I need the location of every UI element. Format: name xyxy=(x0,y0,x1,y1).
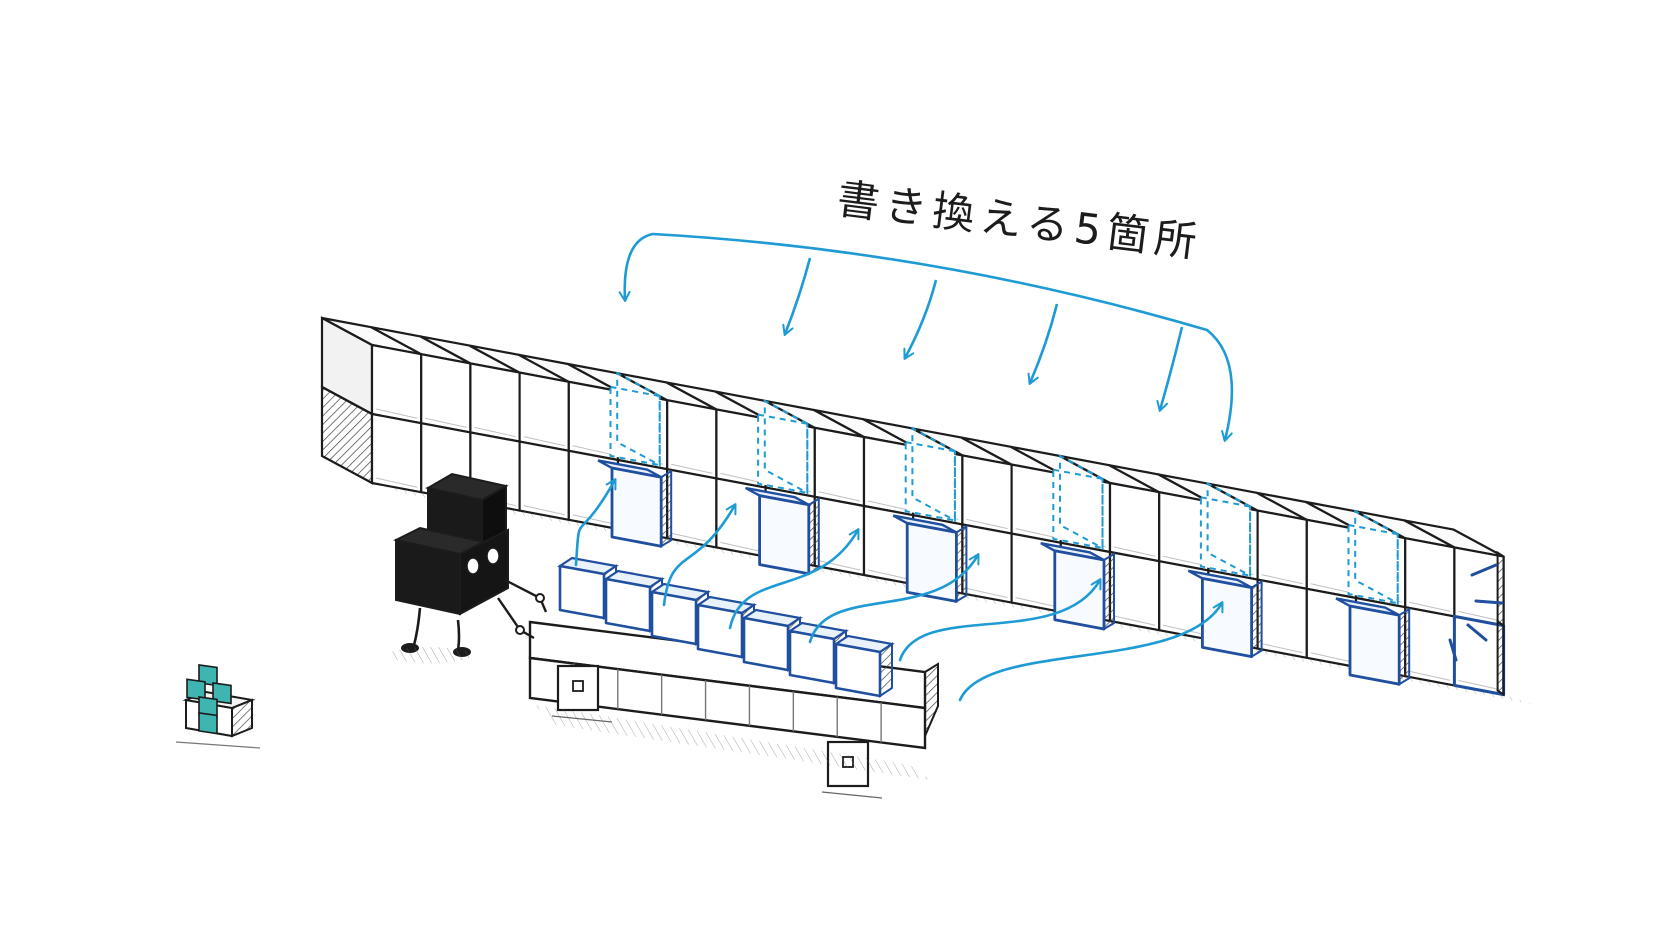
five-locations-bracket xyxy=(618,232,1234,442)
sparkle-line xyxy=(1448,638,1458,662)
wall-block xyxy=(1108,550,1161,632)
robot-eye xyxy=(466,557,480,575)
wall-block xyxy=(1453,546,1505,627)
wall-block xyxy=(813,426,866,508)
wall-block xyxy=(961,523,1013,604)
conveyor-block xyxy=(558,564,606,620)
plant-leaf xyxy=(212,682,232,705)
wall-block xyxy=(370,412,423,494)
transfer-arrow xyxy=(958,601,1224,702)
plant-shadow xyxy=(175,741,261,749)
robot-shadow xyxy=(388,647,472,663)
transfer-arrow xyxy=(662,503,737,607)
conveyor-end xyxy=(924,662,939,737)
sparkle-icon xyxy=(1448,563,1504,662)
wall-block xyxy=(469,362,521,443)
wall-block xyxy=(666,399,718,480)
wall-block xyxy=(518,440,570,521)
robot-leg xyxy=(456,619,461,651)
plant-icon xyxy=(175,664,261,749)
wall-block xyxy=(1404,606,1456,687)
transfer-arrow xyxy=(574,478,617,567)
conveyor-block xyxy=(604,577,652,633)
plant-leaf xyxy=(186,678,206,701)
wall-end-face xyxy=(1496,550,1505,628)
replaced-block xyxy=(1348,604,1401,686)
wall-block xyxy=(518,371,570,452)
wall-end-face xyxy=(1496,619,1505,697)
replaced-block xyxy=(758,494,811,576)
conveyor-block xyxy=(834,642,882,698)
conveyor-shadow xyxy=(535,705,930,780)
bracket-line xyxy=(651,232,1209,332)
replaced-block xyxy=(610,466,663,548)
transfer-arrow xyxy=(808,553,980,644)
transfer-arrows xyxy=(574,478,1224,702)
replaced-blocks xyxy=(597,459,1411,686)
transfer-arrow xyxy=(898,578,1102,662)
bracket-arrow xyxy=(1027,303,1059,385)
wall-block xyxy=(813,495,866,577)
conveyor-blocks xyxy=(557,556,895,698)
replaced-block xyxy=(1053,549,1106,631)
replaced-block xyxy=(905,521,958,603)
bracket-arrow xyxy=(1206,328,1234,442)
wall-block xyxy=(1404,537,1456,618)
wall-block xyxy=(1256,509,1308,590)
bracket-arrow xyxy=(1156,326,1184,412)
replacement-slot-outlines xyxy=(609,371,1399,605)
plant-leaf xyxy=(198,664,218,687)
conveyor-block xyxy=(650,590,698,646)
bracket-arrow xyxy=(782,257,812,336)
conveyor-icon xyxy=(528,620,939,799)
conveyor-foot xyxy=(556,664,600,712)
sparkle-line xyxy=(1474,599,1504,605)
wall-block xyxy=(370,343,423,425)
wall-block xyxy=(961,454,1013,535)
sparkle-line xyxy=(1466,623,1488,642)
wall-block xyxy=(1108,481,1161,563)
transfer-arrow xyxy=(728,528,860,630)
wall-block xyxy=(1452,614,1506,697)
robot-leg xyxy=(412,607,422,646)
wall-block xyxy=(666,468,718,549)
wall-block xyxy=(420,353,472,434)
bracket-arrow xyxy=(618,232,654,302)
conveyor-block xyxy=(742,616,790,672)
robot-icon xyxy=(388,472,548,663)
robot-eye xyxy=(486,547,500,565)
sparkle-line xyxy=(1470,563,1498,577)
wall-block xyxy=(1256,578,1308,659)
plant-leaf xyxy=(198,712,218,735)
bracket-arrow xyxy=(903,279,938,360)
